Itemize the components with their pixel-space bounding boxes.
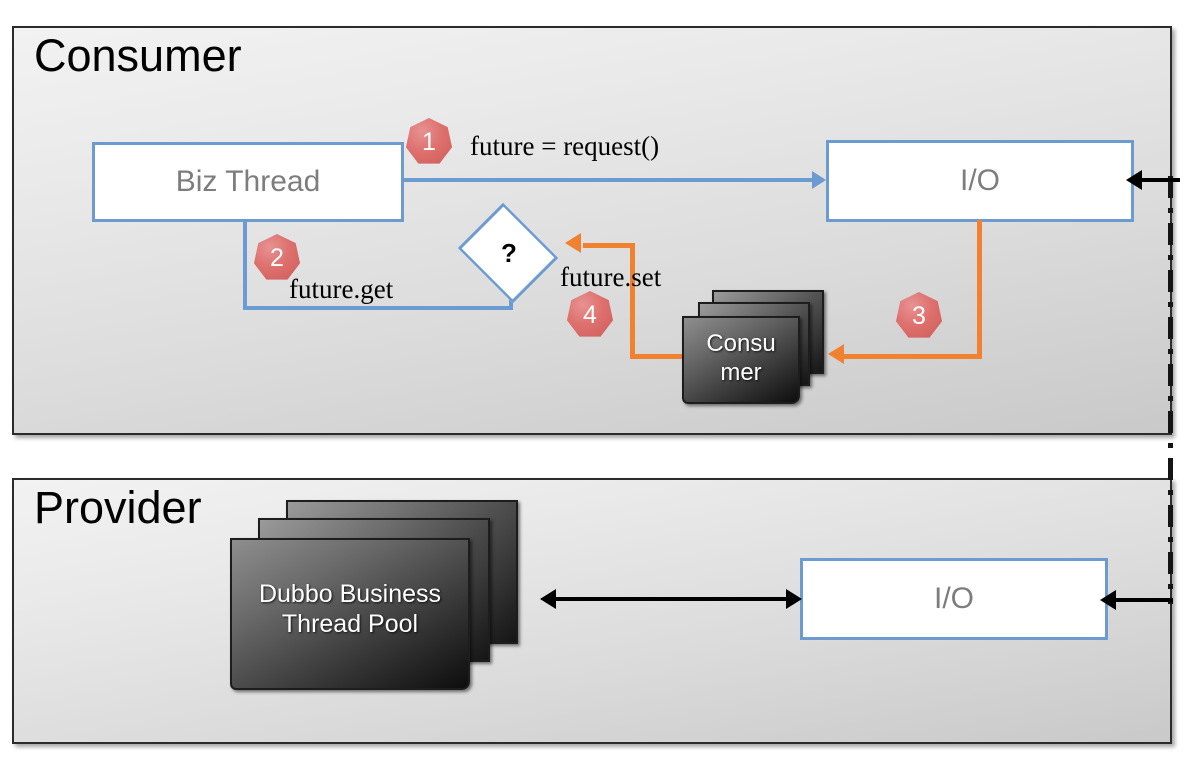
arrow-network-to-consumer-io-head-icon <box>1126 170 1142 190</box>
threadpool-label-line2: Thread Pool <box>281 610 419 638</box>
arrow-futureset-up-segment <box>630 243 635 359</box>
step-badge-1: 1 <box>405 118 453 164</box>
consumer-stack-label-line1: Consu <box>706 329 776 357</box>
arrow-pool-io-line <box>556 597 798 601</box>
step-badge-1-text: 1 <box>422 127 436 156</box>
consumer-panel: Consumer <box>12 26 1172 435</box>
step-badge-3-text: 3 <box>912 301 926 330</box>
biz-thread-label: Biz Thread <box>175 165 321 198</box>
step-badge-2-text: 2 <box>270 243 284 272</box>
step-badge-4: 4 <box>566 291 614 337</box>
decision-label: ? <box>501 237 517 268</box>
provider-io-label: I/O <box>933 582 974 615</box>
arrow-network-to-consumer-io-line <box>1140 178 1180 182</box>
step-badge-3: 3 <box>895 292 943 338</box>
dubbo-thread-pool-stack[interactable]: Dubbo Business Thread Pool <box>228 500 528 690</box>
label-future-get: future.get <box>289 274 394 304</box>
label-future-request: future = request() <box>470 131 660 161</box>
step-badge-4-text: 4 <box>583 300 597 329</box>
consumer-stack-sheet-front <box>682 316 800 404</box>
arrow-futureset-head-icon <box>565 233 581 253</box>
step-badge-2: 2 <box>253 234 301 280</box>
network-dashdot-line <box>1168 176 1173 604</box>
arrow-pool-io-head-left-icon <box>540 589 556 609</box>
consumer-stack-label-line2: mer <box>720 359 762 386</box>
consumer-panel-title: Consumer <box>34 30 242 81</box>
label-future-set: future.set <box>560 262 662 292</box>
arrow-io-to-consumer-left-segment <box>844 354 982 359</box>
provider-panel-title: Provider <box>34 482 202 533</box>
consumer-io-label: I/O <box>959 164 1000 197</box>
arrow-futureset-left-segment <box>630 354 698 359</box>
consumer-thread-stack[interactable]: Consu mer <box>676 290 826 404</box>
provider-io-box[interactable]: I/O <box>800 558 1108 640</box>
arrow-network-to-provider-io-line <box>1115 598 1173 602</box>
biz-thread-box[interactable]: Biz Thread <box>92 142 404 222</box>
arrow-io-to-consumer-head-icon <box>828 344 844 364</box>
arrow-request-line <box>404 178 814 182</box>
arrow-network-to-provider-io-head-icon <box>1100 590 1116 610</box>
threadpool-sheet-front <box>230 538 470 690</box>
consumer-io-box[interactable]: I/O <box>826 140 1134 222</box>
arrow-futureget-right-segment <box>243 306 513 310</box>
arrow-futureset-right-segment <box>583 243 635 248</box>
decision-diamond[interactable]: ? <box>457 202 561 304</box>
arrow-request-head-icon <box>812 171 826 189</box>
arrow-pool-io-head-right-icon <box>786 589 802 609</box>
threadpool-label-line1: Dubbo Business <box>258 579 442 608</box>
arrow-futureget-down-segment <box>243 222 247 310</box>
arrow-io-to-consumer-down-segment <box>977 220 982 356</box>
